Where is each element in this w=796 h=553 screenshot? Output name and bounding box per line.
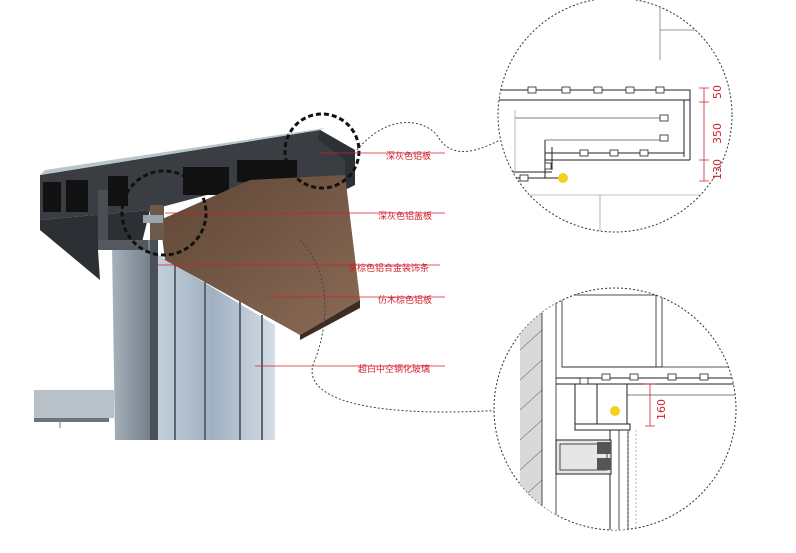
callout-dark-brown-aluminum-trim: 深棕色铝合金装饰条 — [348, 262, 429, 274]
dimension-50: 50 — [711, 85, 724, 99]
detail-circle-top: 50 350 130 — [497, 0, 733, 233]
callout-wood-grain-aluminum-panel: 仿木棕色铝板 — [378, 294, 432, 306]
glass-curtain-wall — [150, 250, 275, 440]
canopy-illustration — [34, 128, 360, 440]
lower-slab — [34, 390, 114, 418]
dimension-350: 350 — [711, 123, 724, 144]
wood-soffit — [160, 175, 360, 335]
connector-top — [356, 122, 501, 153]
dimension-160: 160 — [655, 399, 668, 420]
callouts: 深灰色铝板 深灰色铝盖板 深棕色铝合金装饰条 仿木棕色铝板 超白中空钢化玻璃 — [157, 150, 445, 375]
highlight-dot-top — [558, 173, 568, 183]
dimension-130: 130 — [711, 159, 724, 180]
concrete-column — [112, 240, 155, 440]
highlight-dot-bottom — [610, 406, 620, 416]
dark-aluminum-edge — [318, 130, 355, 190]
callout-dark-gray-aluminum-cover: 深灰色铝盖板 — [378, 210, 432, 222]
highlight-circle-upper — [283, 112, 361, 190]
detail-circle-bottom: 160 — [493, 287, 737, 531]
callout-dark-gray-aluminum-panel: 深灰色铝板 — [386, 150, 431, 162]
callout-ultra-clear-glass: 超白中空钢化玻璃 — [358, 363, 430, 375]
